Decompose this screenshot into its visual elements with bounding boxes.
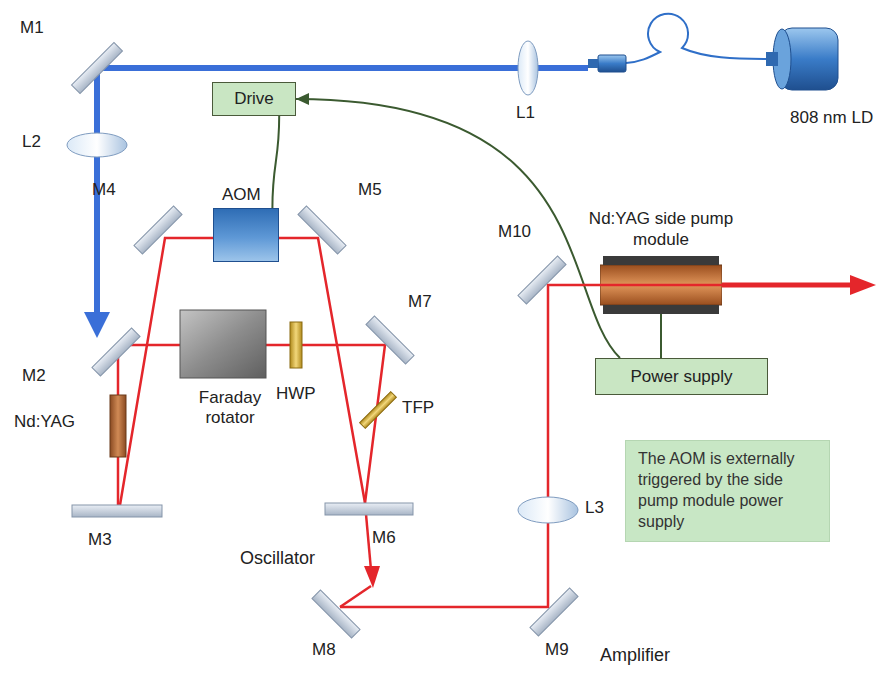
- part-label: M7: [408, 292, 432, 312]
- part-label: M2: [22, 366, 46, 386]
- part-label: L1: [516, 103, 535, 123]
- node-label: Power supply: [630, 367, 732, 387]
- part-label: M6: [372, 528, 396, 548]
- part-label: Nd:YAG: [14, 412, 75, 432]
- node-label: Drive: [234, 89, 274, 109]
- node-label: Oscillator: [240, 548, 315, 569]
- part-label: M10: [498, 222, 531, 242]
- part-label: M9: [545, 640, 569, 660]
- region-outline: [4, 4, 881, 628]
- note-box: The AOM is externally triggered by the s…: [625, 440, 830, 542]
- part-label: M5: [358, 180, 382, 200]
- node-label: The AOM is externally triggered by the s…: [638, 449, 817, 532]
- part-label: M1: [20, 18, 44, 38]
- connector-line: [296, 99, 620, 358]
- connector-line: [272, 116, 279, 208]
- pump-module: Nd:YAG side pump module: [600, 256, 722, 314]
- arrow-head: [296, 93, 309, 105]
- part-label: L3: [585, 498, 604, 518]
- connector: [272, 116, 279, 208]
- region-outline: [348, 186, 881, 685]
- control-box: Drive: [212, 82, 296, 116]
- node-label: Amplifier: [600, 645, 670, 666]
- part-label: HWP: [276, 384, 316, 404]
- part-label: M4: [92, 180, 116, 200]
- part-label: L2: [22, 132, 41, 152]
- node-label: AOM: [222, 185, 261, 205]
- part-label: M3: [88, 530, 112, 550]
- part-label: TFP: [402, 398, 434, 418]
- part-label: Faraday rotator: [180, 388, 280, 427]
- aom-modulator: AOM: [213, 208, 279, 262]
- connector: [661, 314, 662, 358]
- part-label: M8: [312, 640, 336, 660]
- node-label: Nd:YAG side pump module: [576, 209, 746, 250]
- part-label: 808 nm LD: [790, 108, 873, 128]
- region-panel: Amplifier Nd:YAG side pump modulePower su…: [340, 180, 885, 689]
- connector: [296, 93, 620, 358]
- pump-module-drawing: [600, 256, 722, 314]
- connector-line: [660, 314, 662, 358]
- control-box: Power supply: [595, 358, 768, 395]
